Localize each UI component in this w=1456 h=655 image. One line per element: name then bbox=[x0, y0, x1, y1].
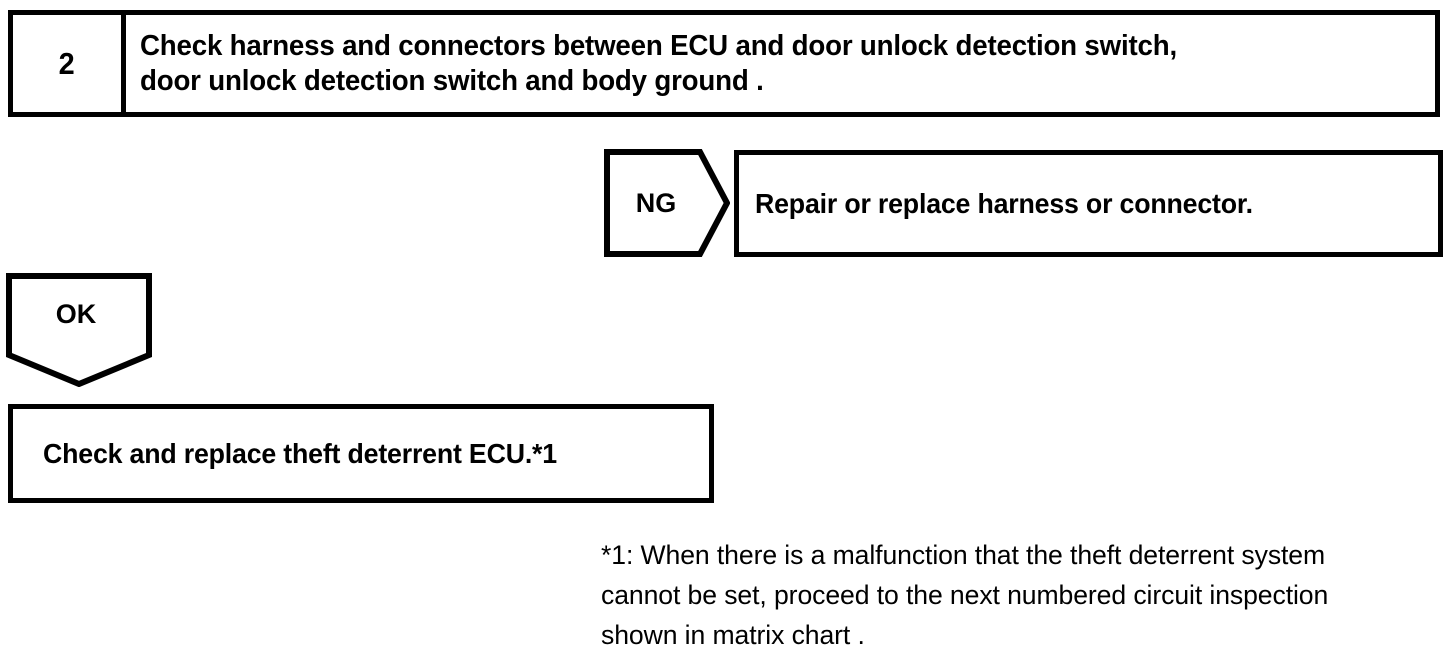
ng-label: NG bbox=[635, 187, 677, 218]
ok-result-text: Check and replace theft deterrent ECU.*1 bbox=[43, 438, 557, 469]
ng-result-box: Repair or replace harness or connector. bbox=[734, 150, 1443, 257]
ok-label: OK bbox=[55, 298, 97, 329]
step-number: 2 bbox=[58, 45, 76, 81]
step-text: Check harness and connectors between ECU… bbox=[140, 29, 1226, 99]
step-text-cell: Check harness and connectors between ECU… bbox=[126, 15, 1435, 112]
step-text-line-1: Check harness and connectors between ECU… bbox=[140, 29, 1177, 62]
ng-result-text: Repair or replace harness or connector. bbox=[755, 188, 1253, 219]
footnote-line-2: cannot be set, proceed to the next numbe… bbox=[601, 580, 1329, 610]
step-box: 2 Check harness and connectors between E… bbox=[8, 10, 1440, 117]
footnote-line-1: *1: When there is a malfunction that the… bbox=[601, 540, 1326, 570]
ok-arrow-shape bbox=[6, 273, 152, 387]
ng-arrow-shape bbox=[604, 149, 730, 257]
step-text-line-2: door unlock detection switch and body gr… bbox=[140, 64, 764, 97]
footnote-line-3: shown in matrix chart . bbox=[601, 620, 865, 650]
ok-result-box: Check and replace theft deterrent ECU.*1 bbox=[8, 404, 714, 503]
footnote: *1: When there is a malfunction that the… bbox=[601, 535, 1456, 655]
step-number-cell: 2 bbox=[13, 15, 126, 112]
